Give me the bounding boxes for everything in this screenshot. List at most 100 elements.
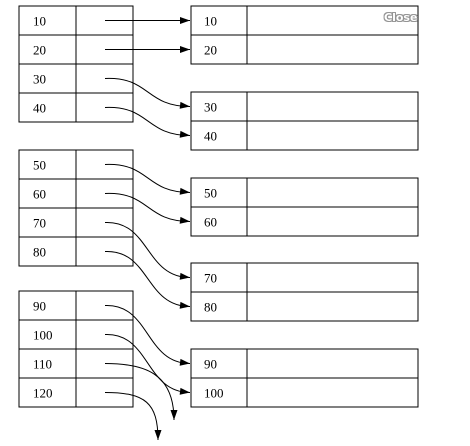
index-key-label: 110 [33,357,52,372]
record-key-label: 100 [204,386,224,401]
index-pointer-cell [75,348,134,379]
pointer-arrowhead [179,358,190,366]
index-key-label: 80 [33,245,46,260]
record-body-cell [246,348,419,379]
pointer-line [104,106,191,136]
data-record: 50 [190,177,419,208]
record-key-cell [190,291,248,322]
index-key-label: 50 [33,158,46,173]
pointer-arrow [105,46,190,53]
record-key-label: 70 [204,271,217,286]
index-key-cell [18,149,77,180]
pointer-line [104,304,191,364]
index-pointer-cell [75,319,134,350]
record-key-cell [190,177,248,208]
index-key-cell [18,348,77,379]
pointer-arrow [104,163,191,195]
pointer-line [104,333,191,393]
index-key-cell [18,92,77,123]
data-record: 80 [190,291,419,322]
index-key-label: 60 [33,187,46,202]
index-entry: 10 [18,5,134,36]
record-body-cell [246,34,419,65]
data-record: 70 [190,262,419,293]
record-key-label: 10 [204,14,217,29]
record-key-label: 90 [204,357,217,372]
index-entry: 100 [18,319,134,350]
index-pointer-cell [75,92,134,123]
index-key-label: 40 [33,101,46,116]
index-pointer-cell [75,290,134,321]
pointer-arrowhead [170,410,178,420]
index-key-cell [18,236,77,267]
pointer-line [104,250,191,307]
pointer-line [104,77,191,107]
pointer-arrowhead [179,387,190,395]
index-pointer-cell [75,207,134,238]
record-key-cell [190,206,248,237]
pointer-arrowhead [179,272,190,280]
index-entry: 20 [18,34,134,65]
index-key-label: 120 [33,386,53,401]
index-entry: 110 [18,348,134,379]
data-block: 90 100 [190,348,419,408]
data-block: 70 80 [190,262,419,322]
close-button[interactable]: Close [384,11,418,24]
record-body-cell [246,120,419,151]
index-entry: 80 [18,236,134,267]
record-key-label: 30 [204,100,217,115]
record-key-label: 50 [204,186,217,201]
index-key-label: 10 [33,14,46,29]
index-entry: 50 [18,149,134,180]
pointer-arrowhead [179,101,190,109]
pointer-arrow [105,17,190,24]
data-block: 10 20 [190,5,419,65]
record-body-cell [246,91,419,122]
data-record: 40 [190,120,419,151]
record-key-cell [190,120,248,151]
pointer-line [104,192,191,222]
data-record: 90 [190,348,419,379]
data-block: 50 60 [190,177,419,237]
index-pointer-cell [75,178,134,209]
pointer-arrowhead [179,130,190,138]
index-key-cell [18,63,77,94]
index-pointer-cell [75,377,134,408]
record-body-cell [246,377,419,408]
pointer-line [104,392,159,441]
record-key-cell [190,91,248,122]
record-key-cell [190,5,248,36]
index-key-cell [18,319,77,350]
record-key-label: 40 [204,129,217,144]
index-entry: 30 [18,63,134,94]
record-key-label: 20 [204,43,217,58]
pointer-arrow [104,77,191,109]
data-record: 20 [190,34,419,65]
pointer-arrowhead [179,216,190,224]
index-key-cell [18,5,77,36]
record-key-cell [190,348,248,379]
record-key-label: 60 [204,215,217,230]
index-key-cell [18,290,77,321]
index-key-cell [18,377,77,408]
record-body-cell [246,291,419,322]
index-key-label: 70 [33,216,46,231]
pointer-arrow [104,250,191,309]
pointer-line [104,363,175,421]
index-key-cell [18,207,77,238]
pointer-arrow [104,106,191,138]
record-body-cell [246,262,419,293]
index-key-label: 20 [33,43,46,58]
pointer-arrowhead [179,301,190,309]
data-record: 100 [190,377,419,408]
index-block: 50 60 70 80 [18,149,134,267]
data-record: 10 [190,5,419,36]
pointer-arrow [104,363,178,421]
index-pointer-cell [75,236,134,267]
data-record: 60 [190,206,419,237]
record-key-label: 80 [204,300,217,315]
index-key-label: 100 [33,328,53,343]
index-entry: 90 [18,290,134,321]
pointer-arrowhead [180,46,190,53]
